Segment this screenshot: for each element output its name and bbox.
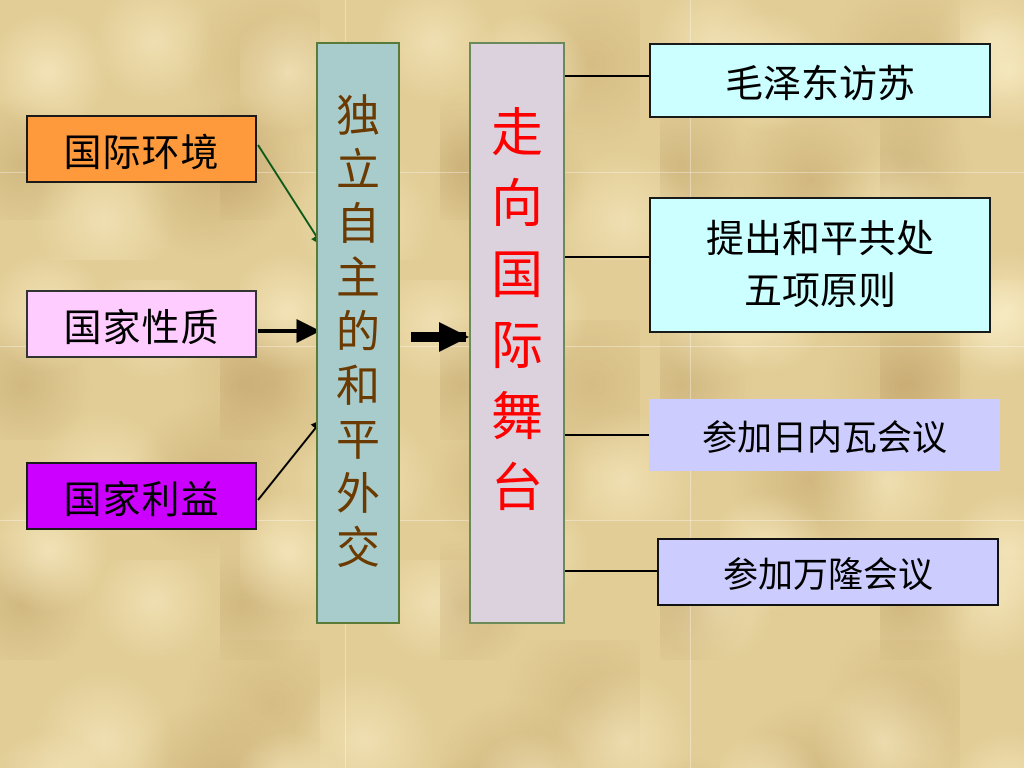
center-char: 外 (336, 469, 380, 520)
center-char: 自 (336, 199, 380, 250)
factor-intl-env: 国际环境 (26, 115, 257, 183)
center-policy-box: 独 立 自 主 的 和 平 外 交 (316, 42, 400, 624)
center-char: 立 (336, 145, 380, 196)
center-char: 的 (336, 307, 380, 358)
event-bandung: 参加万隆会议 (657, 538, 999, 606)
stage-char: 走 (490, 104, 543, 164)
center-char: 平 (336, 415, 380, 466)
stage-char: 向 (490, 175, 543, 235)
center-char: 和 (336, 361, 380, 412)
stage-char: 台 (490, 459, 543, 519)
slide-grid-line (690, 0, 691, 768)
arrow-intl-env-to-center (257, 144, 323, 247)
arrow-state-interest-to-center (257, 419, 323, 501)
center-char: 交 (336, 523, 380, 574)
stage-char: 舞 (490, 388, 543, 448)
center-char: 主 (336, 253, 380, 304)
stage-char: 国 (490, 246, 543, 306)
stage-box: 走 向 国 际 舞 台 (469, 42, 565, 624)
event-five-principles-line: 五项原则 (743, 269, 896, 313)
event-five-principles: 提出和平共处 五项原则 (649, 197, 991, 333)
event-geneva: 参加日内瓦会议 (649, 399, 1000, 471)
factor-state-nature: 国家性质 (26, 290, 257, 358)
event-mao-visit: 毛泽东访苏 (649, 43, 991, 118)
stage-char: 际 (490, 317, 543, 377)
center-char: 独 (336, 91, 380, 142)
event-five-principles-line: 提出和平共处 (705, 217, 934, 261)
factor-state-interest: 国家利益 (26, 462, 257, 530)
